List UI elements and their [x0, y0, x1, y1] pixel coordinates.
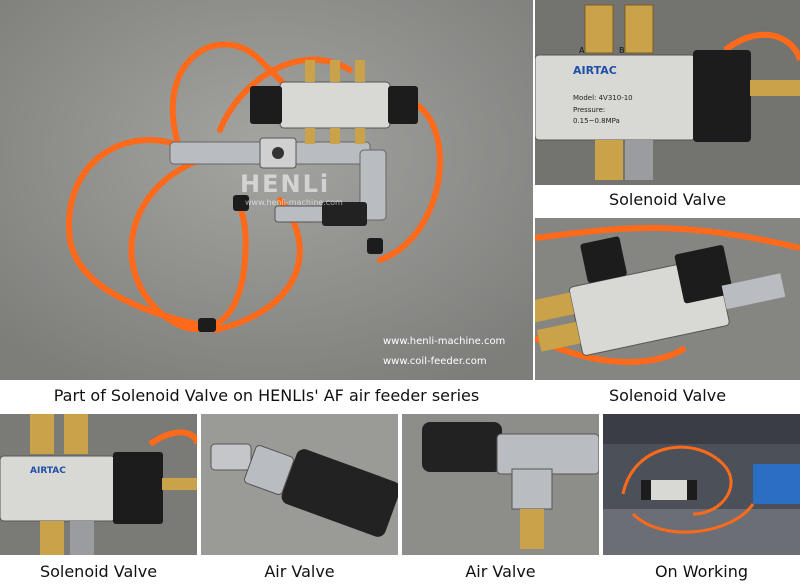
valve-pressure-range: 0.15~0.8MPa [573, 117, 620, 125]
on-working-illustration [603, 414, 800, 555]
right-caption-1: Solenoid Valve [608, 190, 727, 209]
bottom-caption-2: Air Valve [264, 562, 335, 581]
solenoid-coil-left [250, 86, 282, 124]
main-photo: HENLi www.henli-machine.com www.henli-ma… [0, 0, 533, 380]
valve-pressure-label: Pressure: [573, 106, 606, 114]
regulator-knob [272, 147, 284, 159]
air-valve-sleeve [322, 202, 367, 226]
valve-port-a: A [579, 46, 585, 55]
solenoid-valve-body [279, 81, 391, 129]
bottom-solenoid-illustration [0, 414, 197, 555]
right-caption-2: Solenoid Valve [608, 386, 727, 405]
steel-elbow [359, 149, 387, 221]
website-link-2: www.coil-feeder.com [383, 356, 487, 367]
bottom-caption-1: Solenoid Valve [39, 562, 158, 581]
air-valve-2-illustration [402, 414, 599, 555]
bottom-photo-air-valve-1 [201, 414, 398, 555]
bottom-photo-on-working [603, 414, 800, 555]
bottom-photo-air-valve-2 [402, 414, 599, 555]
bottom-photo-solenoid: AIRTAC [0, 414, 197, 555]
bottom-caption-4: On Working [654, 562, 749, 581]
bottom-caption-3: Air Valve [465, 562, 536, 581]
solenoid-closeup-photo: AIRTAC Model: 4V310-10 Pressure: 0.15~0.… [535, 0, 800, 185]
elbow-fittings [198, 195, 383, 332]
valve-brand-label: AIRTAC [573, 64, 617, 77]
main-photo-illustration [0, 0, 533, 380]
bottom-valve-brand: AIRTAC [30, 466, 66, 476]
main-caption: Part of Solenoid Valve on HENLIs' AF air… [53, 386, 480, 405]
valve-port-b: B [619, 46, 625, 55]
air-valve-1-illustration [201, 414, 398, 555]
watermark-sub: www.henli-machine.com [245, 198, 343, 207]
watermark-logo: HENLi [240, 170, 331, 198]
brass-fittings [305, 60, 365, 144]
air-coupler [274, 205, 326, 223]
solenoid-angled-photo [535, 218, 800, 380]
website-link-1: www.henli-machine.com [383, 336, 506, 347]
valve-model-label: Model: 4V310-10 [573, 94, 633, 102]
solenoid-closeup-illustration [535, 0, 800, 185]
solenoid-coil-right [388, 86, 418, 124]
valve-coil [693, 50, 751, 142]
solenoid-angled-illustration [535, 218, 800, 380]
